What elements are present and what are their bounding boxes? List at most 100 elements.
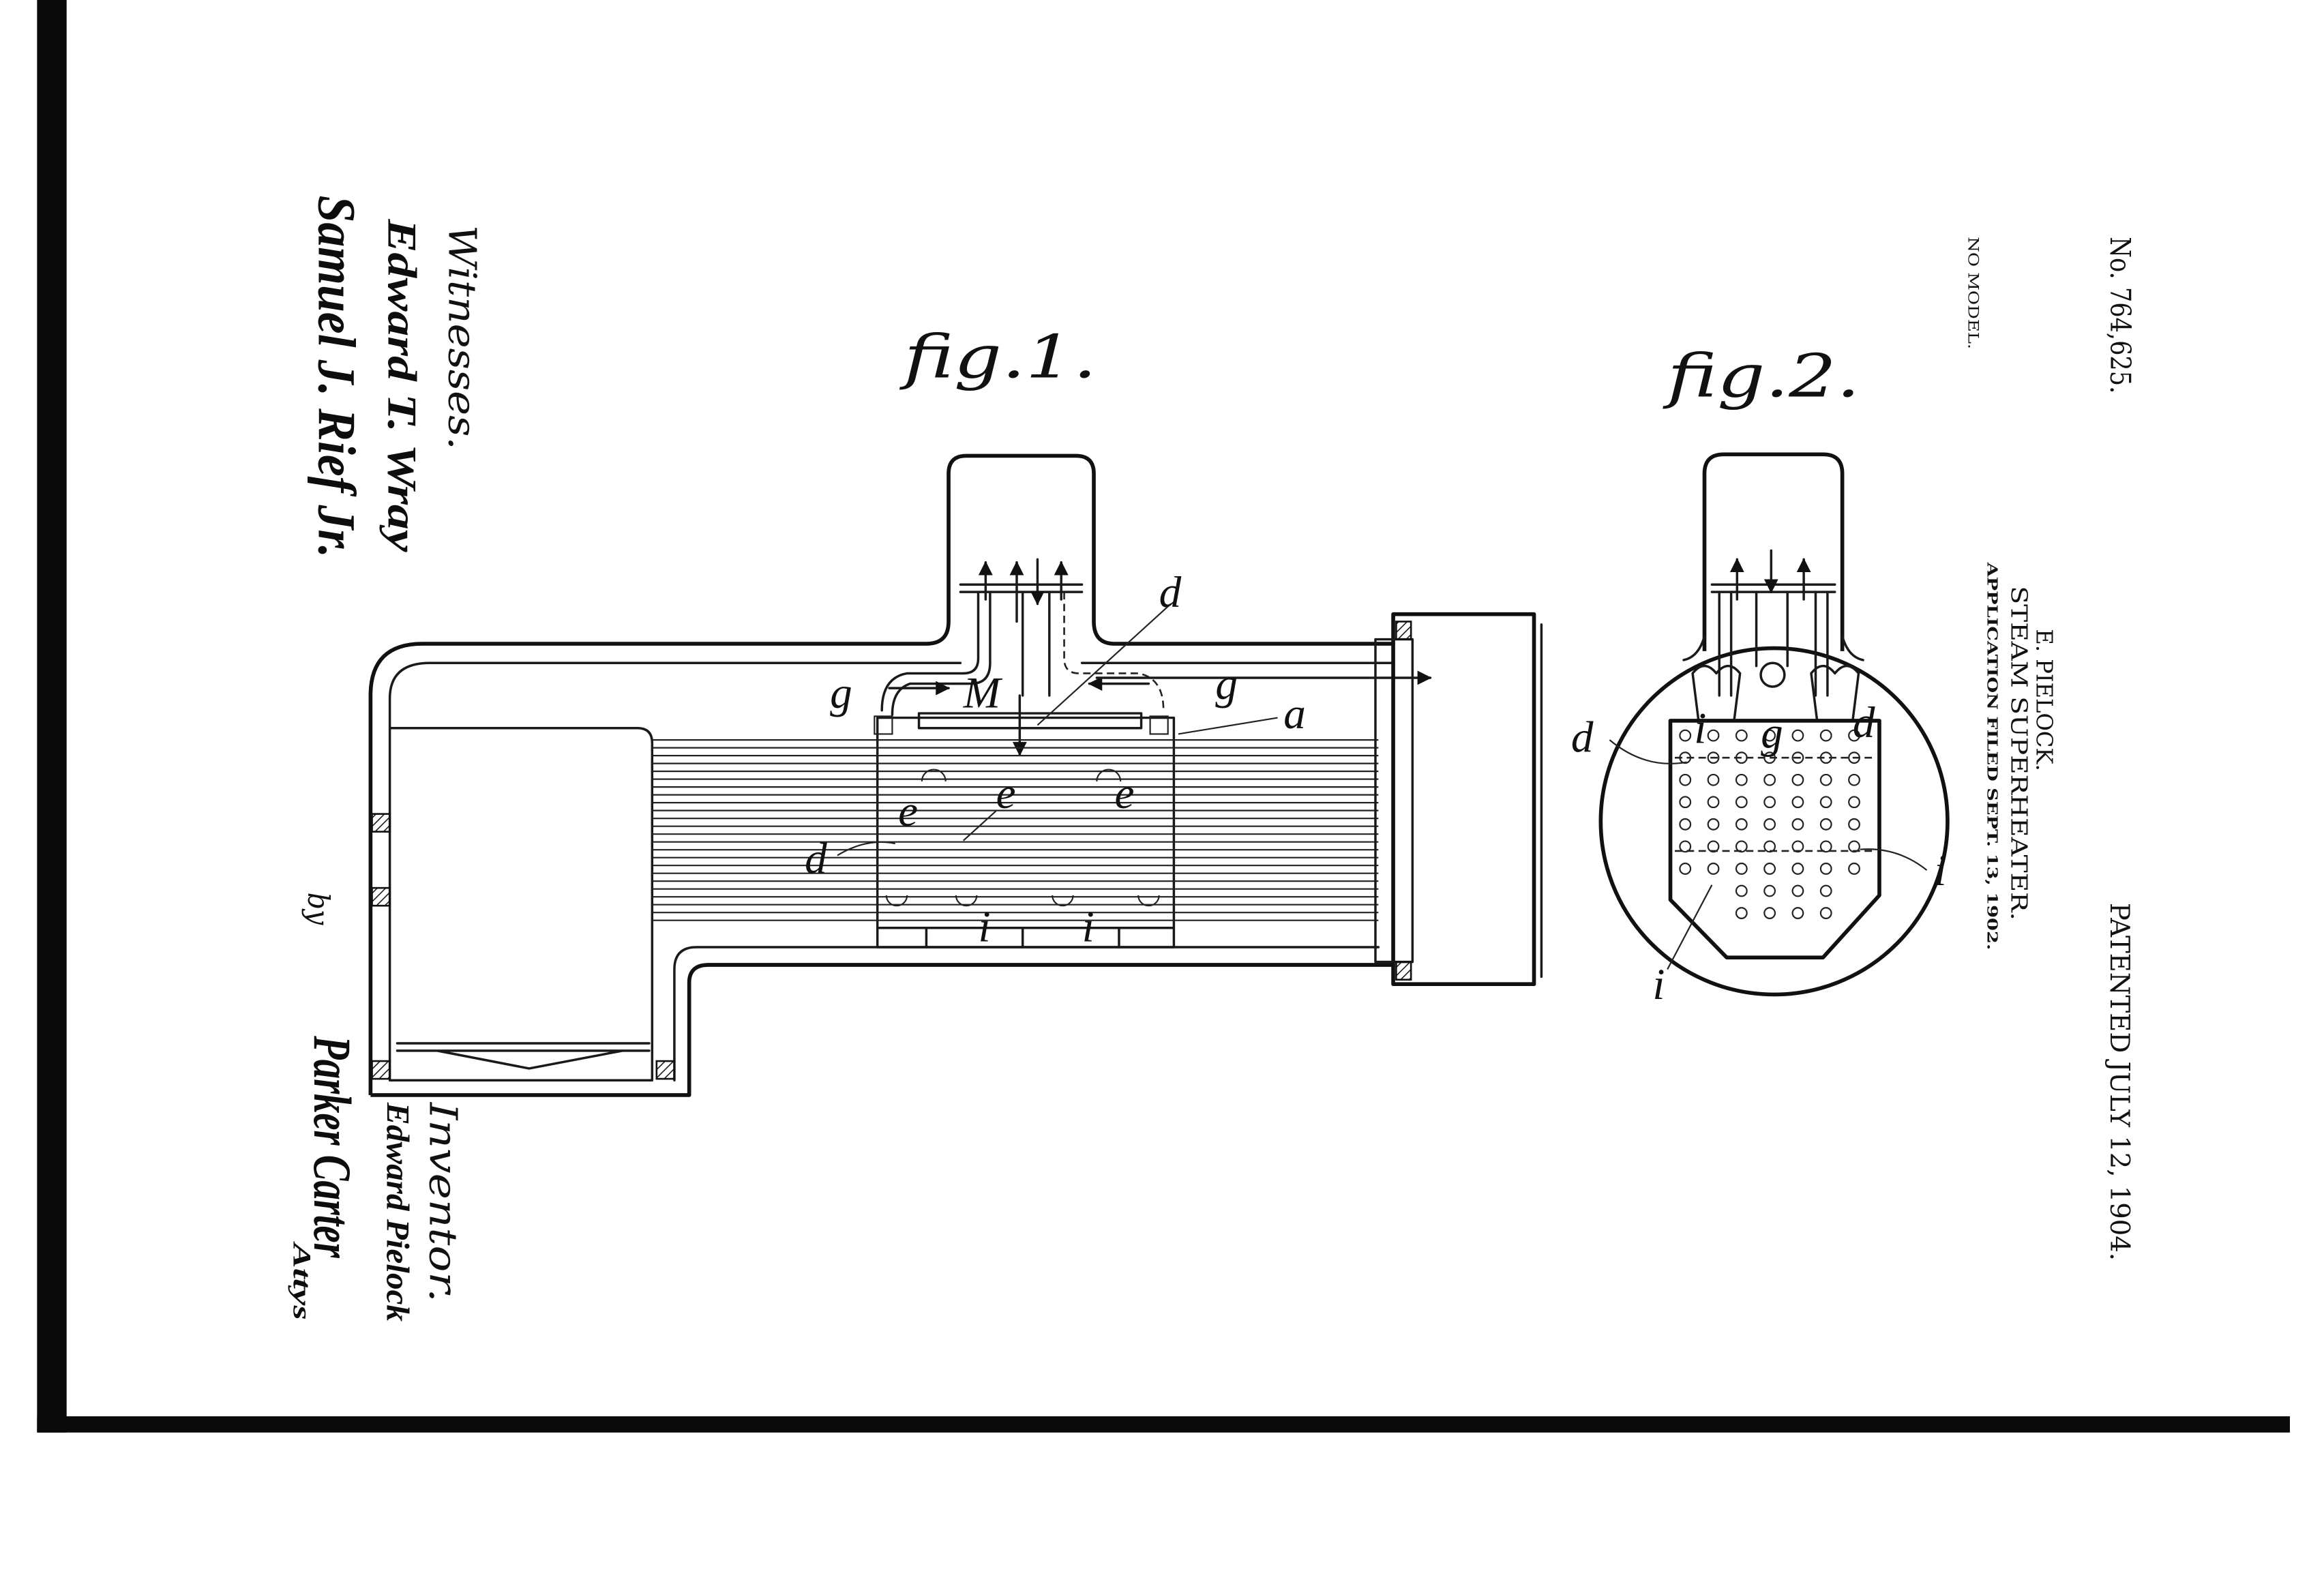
fig2-tube-circle [1791,840,1804,853]
patent-title: STEAM SUPERHEATER. [2006,586,2031,920]
fig1-flange-b [371,886,391,907]
fig1-grate [396,1042,651,1070]
fig2-label-g: g [1761,708,1783,758]
fig2-tube-circle [1791,907,1804,919]
fig1-casing-outer [368,453,1394,1095]
fig2-tube-circle [1819,884,1832,897]
fig1-casing-bottom [370,963,1394,1097]
inventor-signature: Edward Pielock [379,1102,415,1322]
fig1-label-d-left: d [805,834,827,883]
fig2-tube-circle [1735,773,1748,786]
fig1-label-e-left: e [898,787,918,836]
witness-signature-2: Samuel J. Rief Jr. [307,195,366,558]
fig2-risers [1718,591,1829,697]
fig1-label-e-right: e [1114,769,1134,818]
fig2-tube-circle [1763,863,1776,875]
fig2-tube-grid [1679,729,1860,919]
fig1-flow-arc-2 [1096,768,1122,781]
fig2-tube-circle [1707,773,1720,786]
fig2-tube-circle [1848,751,1860,764]
fig2-label-d-left: d [1571,713,1594,762]
fig2-tube-circle [1735,907,1748,919]
fig2-tube-circle [1848,840,1860,853]
fig1-label-g-left: g [830,668,852,717]
fig1-label-a: a [1283,689,1306,738]
fig2-label-d-right: d [1853,698,1875,747]
fig2-tube-circle [1679,863,1692,875]
fig1-flange-c [371,1060,391,1080]
fig2-cap-right [1810,664,1860,722]
witnesses-heading: Witnesses. [440,225,484,450]
fig1-flow-arc-5 [1052,895,1074,907]
no-model-note: NO MODEL. [1964,237,1981,349]
fig2-leader-i-right [1860,848,1928,871]
fig1-riser-center [1021,591,1051,697]
fig1-flange-a [371,813,391,833]
fig2-tube-circle [1763,796,1776,809]
inventor-block: by Inventor. Edward Pielock Parker Carte… [288,893,464,1322]
fig1-flow-arc-4 [955,895,978,907]
fig1-leader-e [963,810,997,841]
by-word: by [301,893,335,925]
fig2-tube-circle [1763,840,1776,853]
fig2-tube-circle [1791,818,1804,831]
fig2-tube-circle [1848,773,1860,786]
fig2-shell [1598,646,1950,997]
fig2-tube-circle [1707,729,1720,742]
fig1-header-flange [1374,638,1414,964]
scan-border [37,0,2291,1433]
inventor-name-caps: E. PIELOCK. [2031,629,2057,771]
fig2-tube-circle [1819,729,1832,742]
fig1-caption: fig.1. [899,323,1097,391]
fig2-tube-circle [1791,751,1804,764]
fig1-riser-right [1063,592,1165,711]
fig2-tube-circle [1679,729,1692,742]
fig2-tube-plate [1668,719,1881,959]
patent-number: No. 764,625. [2104,237,2136,393]
fig1-header-flange-top [1395,621,1412,640]
fig2-tube-circle [1735,751,1748,764]
patented-date: PATENTED JULY 12, 1904. [2104,903,2134,1261]
fig2-tube-circle [1848,863,1860,875]
fig2-tube-circle [1819,818,1832,831]
fig1-element-box [876,716,1176,949]
fig2-tube-circle [1819,907,1832,919]
fig1-header-flange-bottom [1395,961,1412,981]
fig1-casing-inner-top [388,661,1395,730]
fig2-tube-circle [1848,796,1860,809]
fig2-valve-circle [1759,661,1786,688]
fig2-tube-circle [1848,818,1860,831]
fig1-label-M: M [963,668,1003,717]
fig2-tube-circle [1819,796,1832,809]
fig2-leader-i-bottom [1667,884,1713,970]
inventor-heading: Inventor. [420,1102,464,1302]
fig2-tube-circle [1679,773,1692,786]
fig2-tube-circle [1819,840,1832,853]
fig2-label-i-top: i [1694,704,1706,753]
attys-abbrev: Attys [288,1241,316,1320]
fig2-tube-circle [1679,818,1692,831]
fig2-tube-circle [1791,729,1804,742]
fig2-tube-circle [1735,863,1748,875]
fig1-bolt-right [1149,715,1169,735]
fig1-flow-arc-1 [921,768,947,781]
fig2-tube-circle [1735,796,1748,809]
fig1-label-e-center: e [996,769,1016,818]
fig2-tube-circle [1735,840,1748,853]
fig2-cap-left [1691,664,1742,722]
fig2-tube-circle [1679,840,1692,853]
fig2-tube-circle [1679,796,1692,809]
fig2-tube-circle [1735,729,1748,742]
fig2-tube-circle [1707,796,1720,809]
fig1-leader-d-top [1037,603,1172,726]
witness-signature-1: Edward T. Wray [378,218,424,553]
fig2-chimney [1702,452,1845,651]
fig1-label-g-right: g [1215,659,1238,708]
fig2-tube-circle [1763,818,1776,831]
fig2-label-i-bottom: i [1652,960,1665,1009]
fig1-flow-arc-3 [885,895,908,907]
fig1-element-top-bar [917,712,1143,730]
fig2-tube-circle [1707,818,1720,831]
figure-2-drawing: d i g d i i [1571,452,1950,1009]
